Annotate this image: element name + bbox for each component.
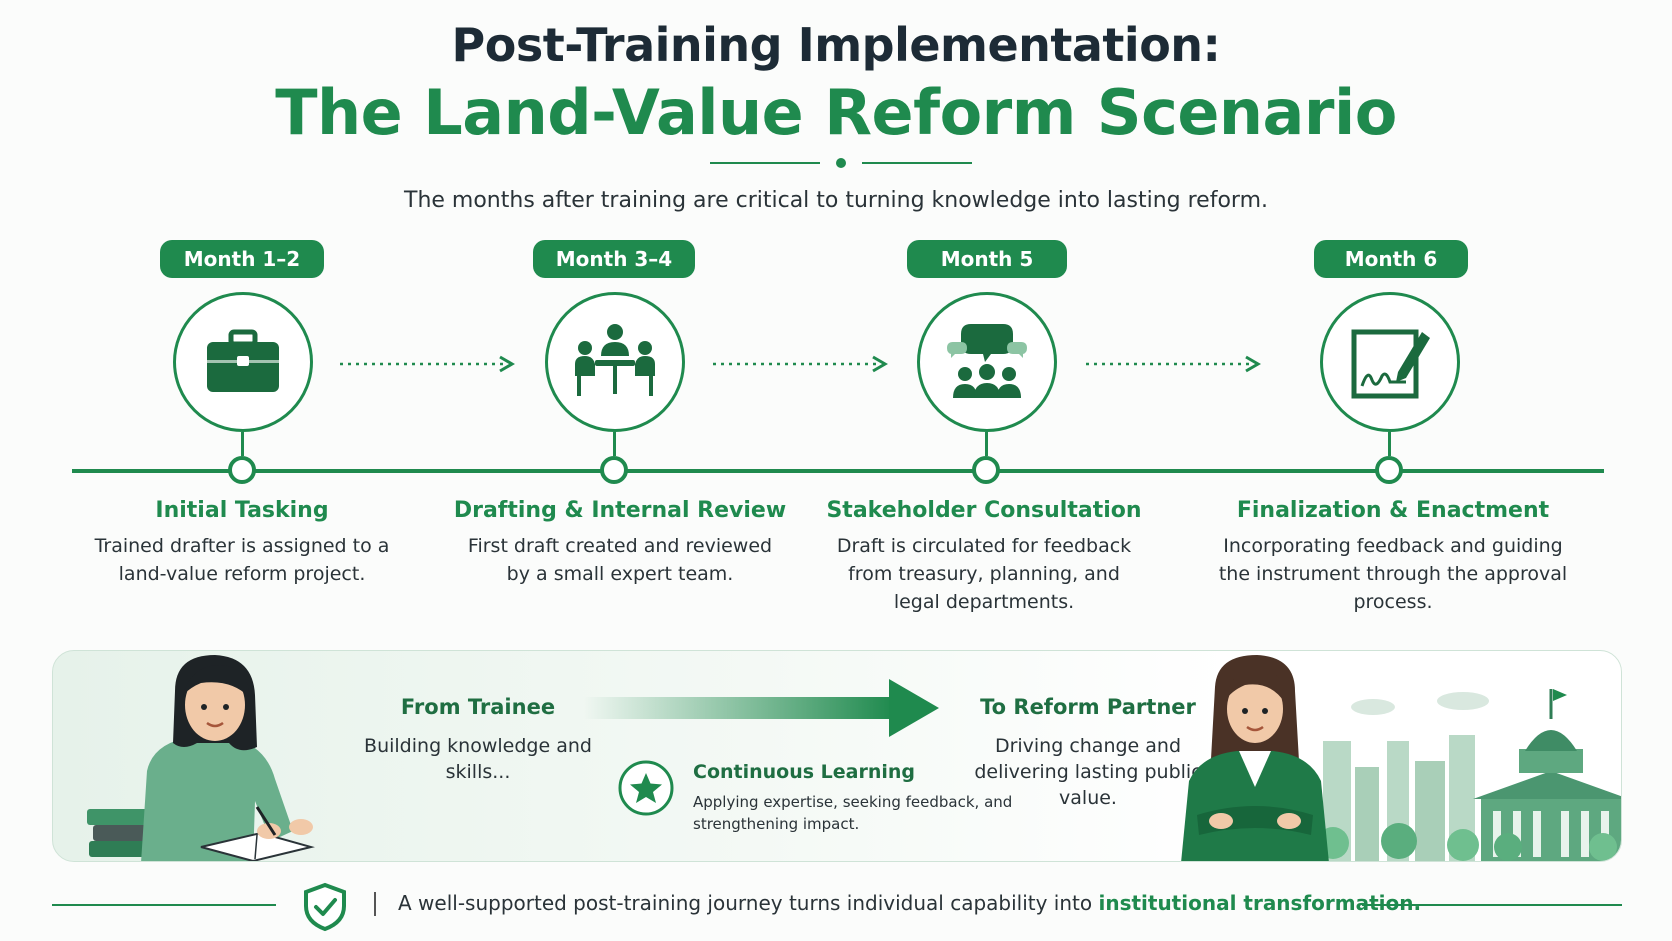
footer-line-right bbox=[1362, 904, 1622, 906]
footer-line-left bbox=[52, 904, 276, 906]
timeline-line bbox=[72, 469, 1604, 473]
step-1-circle bbox=[173, 292, 313, 432]
period-pill-1: Month 1–2 bbox=[160, 240, 324, 278]
step-1-description: Trained drafter is assigned to a land-va… bbox=[94, 535, 390, 585]
title-line-2: The Land-Value Reform Scenario bbox=[275, 76, 1397, 149]
footer-text: A well-supported post-training journey t… bbox=[398, 891, 1099, 915]
subtitle: The months after training are critical t… bbox=[404, 188, 1268, 213]
step-3-title: Stakeholder Consultation bbox=[826, 498, 1142, 523]
step-3-circle bbox=[917, 292, 1057, 432]
continuous-learning-title: Continuous Learning bbox=[693, 761, 916, 783]
step-4-description: Incorporating feedback and guiding the i… bbox=[1218, 535, 1568, 613]
footer-statement: A well-supported post-training journey t… bbox=[398, 891, 1421, 915]
step-2-description: First draft created and reviewed by a sm… bbox=[467, 535, 773, 585]
period-pill-4: Month 6 bbox=[1314, 240, 1468, 278]
from-trainee-description: Building knowledge and skills... bbox=[364, 735, 592, 783]
journey-panel: From Trainee Building knowledge and skil… bbox=[52, 650, 1622, 862]
footer-highlight: institutional transformation. bbox=[1098, 891, 1422, 915]
signing-document-icon bbox=[1351, 329, 1430, 399]
title-line-1: Post-Training Implementation: bbox=[451, 18, 1221, 72]
continuous-learning-description: Applying expertise, seeking feedback, an… bbox=[693, 793, 1013, 833]
briefcase-icon bbox=[207, 329, 279, 392]
step-1-title: Initial Tasking bbox=[155, 498, 329, 523]
timeline-arrow-1 bbox=[340, 355, 515, 373]
period-pill-2: Month 3–4 bbox=[533, 240, 695, 278]
to-reform-partner-description: Driving change and delivering lasting pu… bbox=[974, 735, 1202, 809]
reform-partner-illustration bbox=[1181, 655, 1329, 861]
trainee-illustration bbox=[87, 655, 315, 861]
step-3-node bbox=[972, 456, 1000, 484]
step-3-description: Draft is circulated for feedback from tr… bbox=[836, 535, 1132, 613]
to-reform-partner-title: To Reform Partner bbox=[980, 695, 1196, 719]
timeline-arrow-3 bbox=[1086, 355, 1261, 373]
step-2-stem bbox=[613, 432, 616, 456]
star-icon bbox=[618, 760, 674, 816]
step-3-stem bbox=[985, 432, 988, 456]
team-meeting-icon bbox=[575, 324, 655, 396]
consultation-icon bbox=[947, 324, 1027, 398]
step-2-node bbox=[600, 456, 628, 484]
step-2-circle bbox=[545, 292, 685, 432]
shield-check-icon bbox=[304, 882, 346, 932]
from-trainee-title: From Trainee bbox=[400, 695, 556, 719]
step-4-title: Finalization & Enactment bbox=[1236, 498, 1550, 523]
step-4-stem bbox=[1388, 432, 1391, 456]
step-2-title: Drafting & Internal Review bbox=[453, 498, 787, 523]
step-4-circle bbox=[1320, 292, 1460, 432]
step-4-node bbox=[1375, 456, 1403, 484]
government-building-illustration bbox=[1317, 689, 1621, 861]
title-divider bbox=[710, 157, 972, 169]
progress-arrow-icon bbox=[583, 679, 939, 737]
step-1-stem bbox=[241, 432, 244, 456]
timeline-arrow-2 bbox=[713, 355, 888, 373]
period-pill-3: Month 5 bbox=[907, 240, 1067, 278]
step-1-node bbox=[228, 456, 256, 484]
footer-separator bbox=[374, 892, 376, 916]
